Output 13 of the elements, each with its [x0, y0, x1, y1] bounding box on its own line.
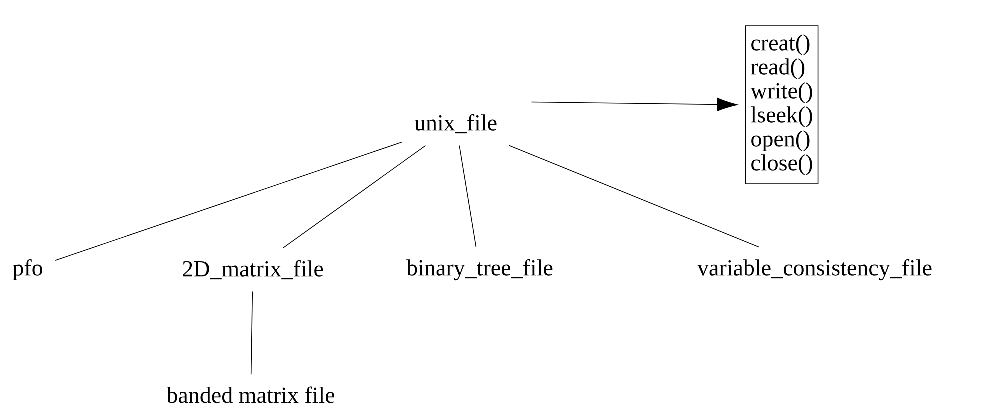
connector-line	[282, 145, 426, 249]
method-list-box: creat() read() write() lseek() open() close()	[745, 26, 819, 184]
class-label: banded matrix file	[166, 386, 335, 404]
class-label: pfo	[13, 259, 42, 281]
arrow	[531, 98, 738, 112]
connector-line	[509, 145, 760, 248]
class-label: variable_consistency_file	[698, 259, 932, 281]
class-label: 2D_matrix_file	[183, 260, 324, 280]
connector-line	[55, 142, 403, 261]
class-label: unix_file	[414, 114, 497, 134]
connector-line	[459, 145, 477, 248]
class-label: binary_tree_file	[406, 259, 553, 281]
connector-line	[250, 291, 254, 375]
